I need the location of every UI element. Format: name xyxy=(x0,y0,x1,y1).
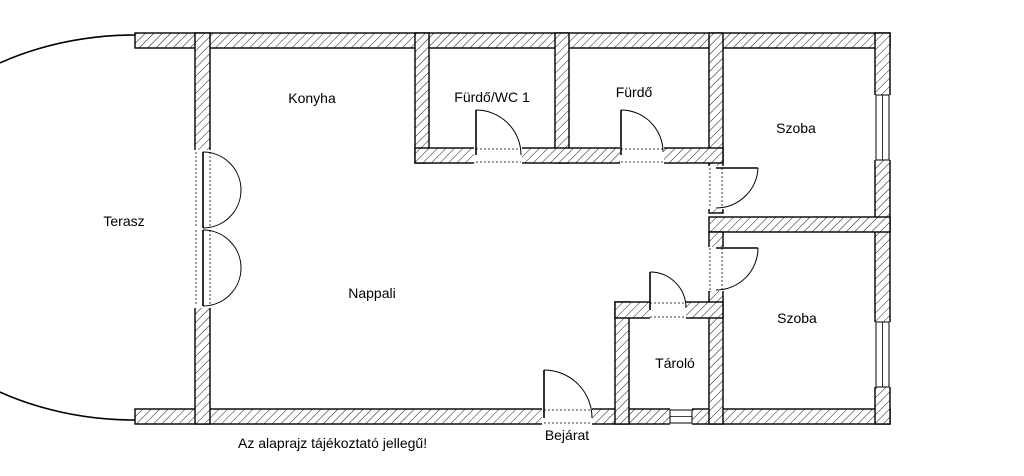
windows xyxy=(669,94,890,424)
terrace-outline xyxy=(0,34,136,421)
bath2-door xyxy=(620,109,664,163)
label-furdo-wc: Fürdő/WC 1 xyxy=(454,89,530,105)
room2-door xyxy=(709,247,759,291)
label-nappali: Nappali xyxy=(348,285,395,301)
opening-entrance xyxy=(542,407,592,426)
storage-door xyxy=(649,271,687,318)
room1-door xyxy=(709,167,759,209)
disclaimer-text: Az alaprajz tájékoztató jellegű! xyxy=(238,435,427,451)
bath1-door xyxy=(475,109,522,163)
terrace-door-upper xyxy=(195,151,242,229)
opening-room1-door xyxy=(707,166,725,209)
label-tarolo: Tároló xyxy=(655,355,695,371)
wall-top xyxy=(134,32,891,49)
opening-terrace-doors xyxy=(193,150,212,308)
label-szoba-top: Szoba xyxy=(776,120,816,136)
wall-bottom xyxy=(134,408,891,425)
opening-bath1-door xyxy=(474,146,522,165)
terrace-door-lower xyxy=(195,229,242,307)
wall-storage-left xyxy=(614,301,630,425)
wall-rooms-divider xyxy=(708,216,891,233)
wall-kitchen-bath xyxy=(414,32,430,164)
entrance-label: Bejárat xyxy=(545,427,589,443)
opening-storage-door xyxy=(650,300,686,320)
opening-bath2-door xyxy=(620,146,664,165)
doors xyxy=(195,109,759,424)
room-labels: Terasz Konyha Fürdő/WC 1 Fürdő Szoba Nap… xyxy=(103,84,817,371)
openings xyxy=(193,95,892,426)
label-szoba-bottom: Szoba xyxy=(777,310,817,326)
entrance-door xyxy=(543,369,593,424)
label-furdo: Fürdő xyxy=(616,84,653,100)
label-konyha: Konyha xyxy=(288,90,336,106)
opening-room2-door xyxy=(707,247,725,291)
wall-bath-bottom xyxy=(414,147,724,164)
wall-bath-bath xyxy=(554,32,570,164)
label-terasz: Terasz xyxy=(103,213,144,229)
